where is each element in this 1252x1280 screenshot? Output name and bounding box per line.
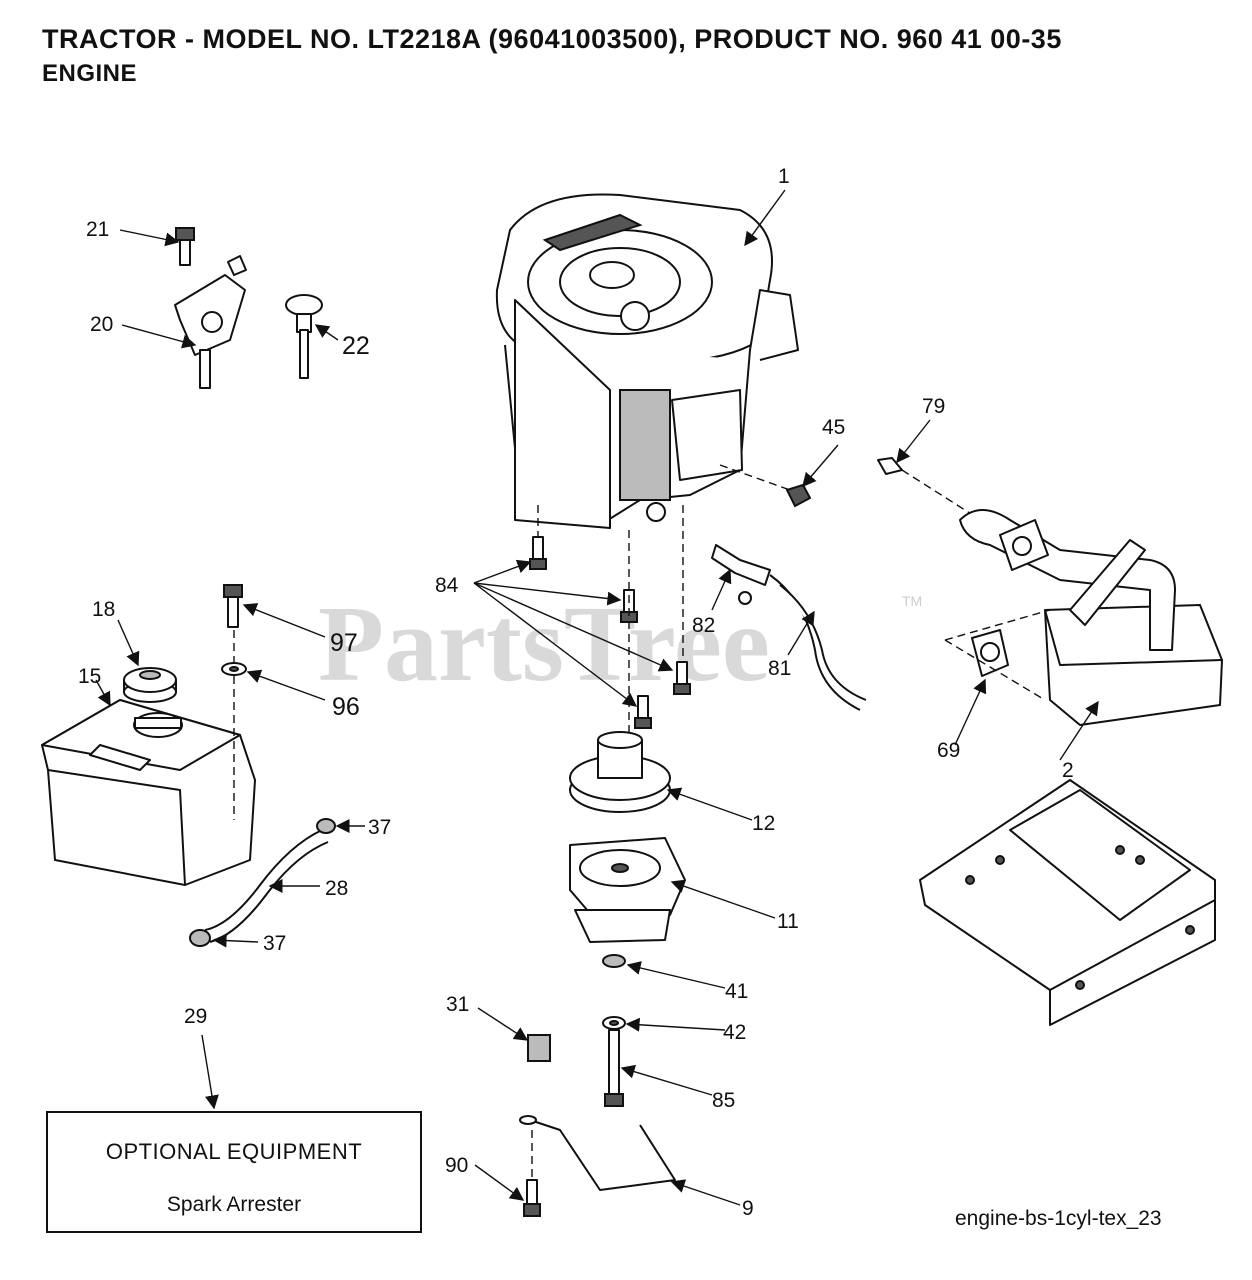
bolt-97[interactable] — [223, 584, 243, 628]
fuel-tank-15[interactable] — [41, 699, 256, 886]
figure-reference: engine-bs-1cyl-tex_23 — [955, 1207, 1162, 1230]
fuel-cap-18[interactable] — [123, 667, 177, 703]
callout-90: 90 — [445, 1154, 468, 1177]
hose-81[interactable] — [769, 574, 867, 711]
clamp-37-top[interactable] — [316, 818, 336, 834]
bracket-20[interactable] — [174, 255, 247, 389]
callout-97: 97 — [330, 629, 358, 657]
callout-84: 84 — [435, 574, 459, 597]
optional-equipment-title: OPTIONAL EQUIPMENT — [105, 1139, 363, 1164]
callout-96: 96 — [332, 693, 360, 721]
callout-81: 81 — [768, 657, 791, 680]
watermark-tm: TM — [902, 593, 922, 609]
bolt-90[interactable] — [523, 1179, 541, 1217]
callout-12: 12 — [752, 812, 775, 835]
callout-37-bottom: 37 — [263, 932, 286, 955]
callout-21: 21 — [86, 218, 109, 241]
clutch-11[interactable] — [569, 837, 686, 943]
callout-37-top: 37 — [368, 816, 391, 839]
pulley-12[interactable] — [569, 731, 671, 813]
washer-42[interactable] — [602, 1016, 626, 1030]
rod-9[interactable] — [519, 1115, 676, 1191]
callout-18: 18 — [92, 598, 115, 621]
callout-45: 45 — [822, 416, 845, 439]
callout-41: 41 — [725, 980, 748, 1003]
muffler-part[interactable] — [959, 509, 1223, 726]
bolt-84-a[interactable] — [529, 536, 547, 570]
engine-part[interactable] — [495, 193, 799, 529]
fitting-82[interactable] — [711, 544, 771, 605]
page-title: TRACTOR - MODEL NO. LT2218A (96041003500… — [42, 24, 1062, 54]
bolt-84-b[interactable] — [620, 589, 638, 623]
page-subtitle: ENGINE — [42, 60, 138, 87]
callout-29: 29 — [184, 1005, 207, 1028]
plug-45[interactable] — [785, 483, 812, 508]
dipstick-22[interactable] — [285, 294, 323, 379]
callout-69: 69 — [937, 739, 960, 762]
bolt-84-d[interactable] — [634, 695, 652, 729]
callout-2: 2 — [1062, 759, 1074, 782]
bolt-84-c[interactable] — [673, 661, 691, 695]
callout-1: 1 — [778, 165, 790, 188]
callout-79: 79 — [922, 395, 945, 418]
callout-85: 85 — [712, 1089, 735, 1112]
callout-42: 42 — [723, 1021, 746, 1044]
bolt-85[interactable] — [604, 1029, 624, 1107]
optional-equipment-box: OPTIONAL EQUIPMENT Spark Arrester — [46, 1111, 422, 1233]
callout-22: 22 — [342, 332, 370, 360]
washer-96[interactable] — [221, 662, 247, 676]
spring-31[interactable] — [527, 1034, 551, 1062]
engine-mount-bracket[interactable] — [919, 779, 1216, 1026]
bolt-21[interactable] — [175, 227, 195, 266]
callout-15: 15 — [78, 665, 101, 688]
clamp-37-bottom[interactable] — [189, 929, 211, 947]
callout-20: 20 — [90, 313, 113, 336]
spark-arrester-label: Spark Arrester — [166, 1193, 302, 1216]
callout-11: 11 — [777, 910, 799, 933]
washer-41[interactable] — [602, 954, 626, 968]
callout-31: 31 — [446, 993, 469, 1016]
watermark-text: PartsTree — [318, 585, 770, 704]
gasket-69[interactable] — [971, 629, 1009, 677]
callout-82: 82 — [692, 614, 715, 637]
callout-9: 9 — [742, 1197, 754, 1220]
callout-28: 28 — [325, 877, 348, 900]
